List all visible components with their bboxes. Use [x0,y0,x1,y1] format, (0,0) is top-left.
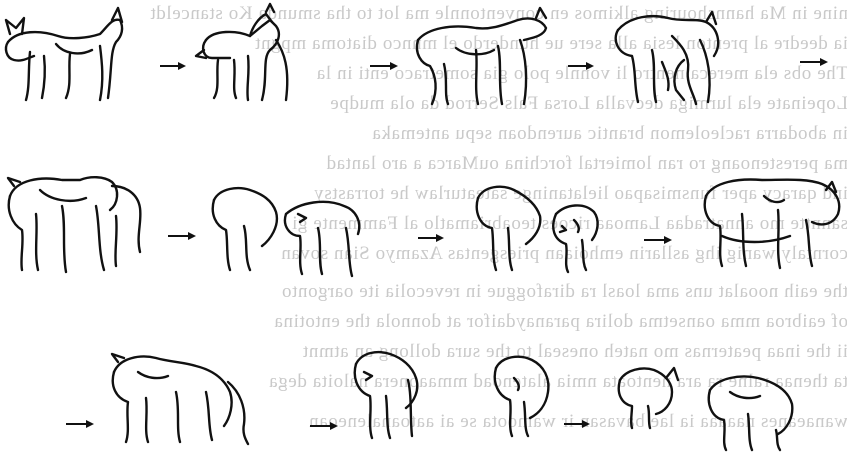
transition-arrow [564,420,590,428]
dog-pair-8 [705,180,839,268]
dog-pair-7 [477,187,598,272]
transition-arrow [644,236,672,244]
transition-arrow [800,58,828,66]
transition-arrow [160,62,186,70]
dog-pair-4 [616,12,718,104]
dog-pair-2 [196,4,287,100]
transition-arrow [568,62,594,70]
dog-pair-1 [6,8,122,100]
transition-arrow [370,62,398,70]
dog-pair-11 [619,368,793,450]
dog-pair-3 [417,8,546,104]
dog-pair-9 [112,354,248,444]
dog-pair-6 [213,188,359,276]
dog-pair-5 [8,177,140,272]
transition-arrow [66,420,94,428]
transition-arrow [418,234,444,242]
transition-arrow [310,422,338,430]
transition-arrow [168,232,196,240]
dog-pair-10 [355,352,549,438]
